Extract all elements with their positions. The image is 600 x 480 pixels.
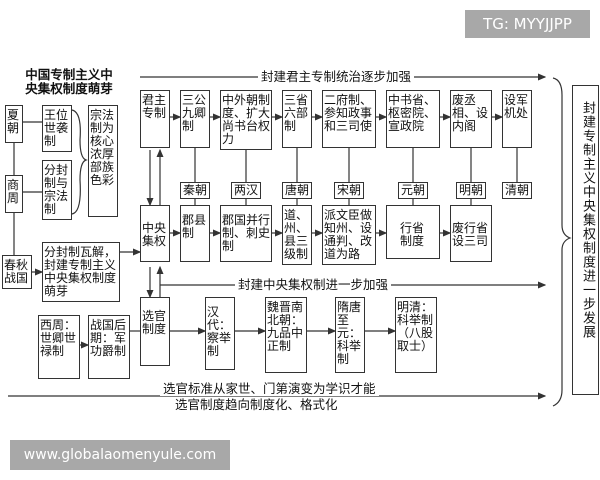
box-wangwei: 王位世袭制 [42,105,72,152]
box-selection-mingqing: 明清：科举制（八股取士） [395,297,437,373]
box-han-top: 中外朝制度、扩大尚书台权力 [220,90,272,150]
box-chunqiu: 春秋战国 [2,255,32,289]
box-qin-top: 三公九卿制 [180,90,210,148]
watermark-top: TG: MYYJJPP [465,10,590,38]
box-qin-bottom: 郡县制 [180,205,210,262]
label-song: 宋朝 [334,182,364,199]
box-selection-weijin: 魏晋南北朝：九品中正制 [265,297,307,373]
box-song-top: 二府制、参知政事和三司使 [322,90,376,148]
flow-middle-label: 封建中央集权制进一步加强 [235,278,392,292]
box-shangzhou: 商周 [5,175,23,213]
box-yuan-top: 中书省、枢密院、宣政院 [386,90,440,148]
box-central: 中央集权 [140,205,170,262]
box-selection: 选官制度 [140,297,170,366]
box-ming-bottom: 废行省设三司 [450,205,492,262]
label-tang: 唐朝 [282,182,312,199]
box-han-bottom: 郡国并行制、刺史制 [220,205,272,262]
box-ming-top: 废丞相、设内阁 [450,90,492,148]
box-tang-top: 三省六部制 [282,90,312,148]
box-collapse: 分封制瓦解，封建专制主义中央集权制度萌芽 [42,242,120,302]
watermark-bottom: www.globalaomenyule.com [10,440,230,470]
box-tang-bottom: 道、州、县三级制 [282,205,312,265]
box-fenfeng: 分封制与宗法制 [42,160,72,220]
box-selection-han: 汉代：察举制 [205,297,235,370]
label-qing: 清朝 [502,182,532,199]
box-monarchy: 君主专制 [140,90,170,148]
label-qin: 秦朝 [180,182,210,199]
box-song-bottom: 派文臣做知州、设通判、改道为路 [322,205,376,265]
box-selection-suitang: 隋唐至元：科举制 [335,297,365,373]
box-features: 宗法制为核心 浓厚部族色彩 [88,105,118,217]
origin-title: 中国专制主义中央集权制度萌芽 [25,67,113,96]
flow-bottom-label-2: 选官制度趋向制度化、格式化 [172,398,341,412]
label-han: 两汉 [231,182,261,199]
box-selection-zhanguo: 战国后期：军功爵制 [88,315,130,379]
box-conclusion: 封建专制主义中央集权制度进一步发展 [572,85,599,395]
box-yuan-bottom: 行省制度 [386,205,440,259]
box-selection-xizhou: 西周：世卿世禄制 [38,315,80,379]
box-xia: 夏朝 [5,105,23,143]
flow-bottom-label-1: 选官标准从家世、门第演变为学识才能 [160,382,379,396]
flow-top-label: 封建君主专制统治逐步加强 [258,70,415,84]
box-qing-top: 设军机处 [502,90,532,148]
label-ming: 明朝 [456,182,486,199]
label-yuan: 元朝 [398,182,428,199]
